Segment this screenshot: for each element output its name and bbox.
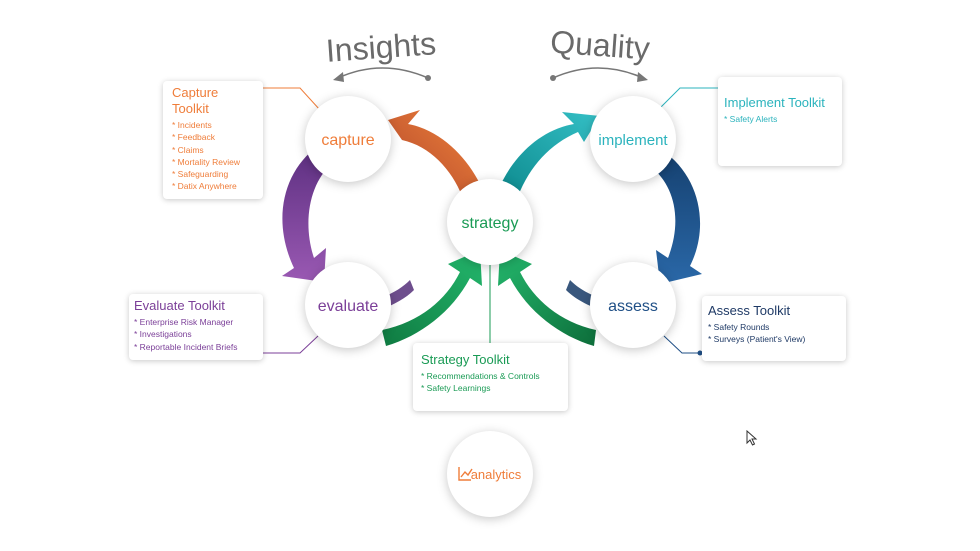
capture-toolkit-title-1: Capture — [172, 85, 219, 100]
implement-node[interactable]: implement — [590, 96, 676, 182]
strategy-node-label: strategy — [462, 215, 519, 232]
implement-toolkit-title: Implement Toolkit — [724, 95, 825, 110]
list-item: Safety Learnings — [421, 382, 560, 394]
insights-curve-dot — [425, 75, 431, 81]
list-item: Safety Alerts — [724, 113, 836, 125]
quality-label: Quality — [549, 24, 651, 67]
quality-curve-dot — [550, 75, 556, 81]
implement-node-label: implement — [598, 132, 668, 149]
assess-connector-dot — [697, 350, 703, 356]
evaluate-toolkit-card: Evaluate Toolkit Enterprise Risk Manager… — [129, 294, 263, 360]
quality-arrowhead — [637, 72, 648, 82]
evaluate-toolkit-list: Enterprise Risk Manager Investigations R… — [134, 316, 258, 353]
list-item: Reportable Incident Briefs — [134, 341, 258, 353]
insights-label: Insights — [325, 25, 438, 69]
implement-connector — [659, 87, 727, 109]
assess-toolkit-title: Assess Toolkit — [708, 303, 791, 318]
capture-to-evaluate-arrow — [282, 146, 332, 282]
capture-node-label: capture — [321, 132, 374, 149]
capture-toolkit-card: Capture Toolkit Incidents Feedback Claim… — [163, 81, 263, 199]
assess-to-strategy-arrow — [498, 250, 596, 346]
quality-curve-arrow — [552, 67, 644, 79]
capture-toolkit-title-2: Toolkit — [172, 101, 209, 116]
capture-toolkit-list: Incidents Feedback Claims Mortality Revi… — [172, 119, 254, 193]
implement-to-assess-arrow — [650, 150, 702, 284]
assess-toolkit-card: Assess Toolkit Safety Rounds Surveys (Pa… — [702, 296, 846, 361]
list-item: Datix Anywhere — [172, 180, 254, 192]
strategy-toolkit-list: Recommendations & Controls Safety Learni… — [421, 370, 560, 395]
list-item: Safety Rounds — [708, 321, 840, 333]
analytics-node[interactable]: analytics — [447, 431, 533, 517]
list-item: Safeguarding — [172, 168, 254, 180]
assess-connector — [663, 335, 700, 354]
strategy-toolkit-title: Strategy Toolkit — [421, 352, 510, 367]
evaluate-toolkit-title: Evaluate Toolkit — [134, 298, 225, 313]
list-item: Enterprise Risk Manager — [134, 316, 258, 328]
assess-toolkit-list: Safety Rounds Surveys (Patient's View) — [708, 321, 840, 346]
list-item: Feedback — [172, 131, 254, 143]
evaluate-node-label: evaluate — [318, 298, 379, 315]
strategy-to-implement-arrow — [500, 112, 600, 196]
evaluate-node[interactable]: evaluate — [305, 262, 391, 348]
list-item: Claims — [172, 144, 254, 156]
capture-connector — [256, 87, 321, 111]
strategy-toolkit-card: Strategy Toolkit Recommendations & Contr… — [413, 343, 568, 411]
assess-node-label: assess — [608, 298, 658, 315]
strategy-node[interactable]: strategy — [447, 179, 533, 265]
implement-toolkit-list: Safety Alerts — [724, 113, 836, 125]
list-item: Incidents — [172, 119, 254, 131]
list-item: Recommendations & Controls — [421, 370, 560, 382]
assess-node[interactable]: assess — [590, 262, 676, 348]
list-item: Mortality Review — [172, 156, 254, 168]
list-item: Surveys (Patient's View) — [708, 333, 840, 345]
insights-arrowhead — [333, 72, 344, 82]
capture-to-strategy-arrow — [388, 110, 480, 196]
capture-node[interactable]: capture — [305, 96, 391, 182]
mouse-cursor-icon — [746, 430, 758, 446]
list-item: Investigations — [134, 328, 258, 340]
evaluate-connector — [256, 335, 319, 354]
chart-trend-icon — [458, 467, 473, 481]
implement-toolkit-card: Implement Toolkit Safety Alerts — [718, 77, 842, 166]
analytics-node-label: analytics — [471, 467, 522, 482]
insights-curve-arrow — [337, 67, 429, 79]
